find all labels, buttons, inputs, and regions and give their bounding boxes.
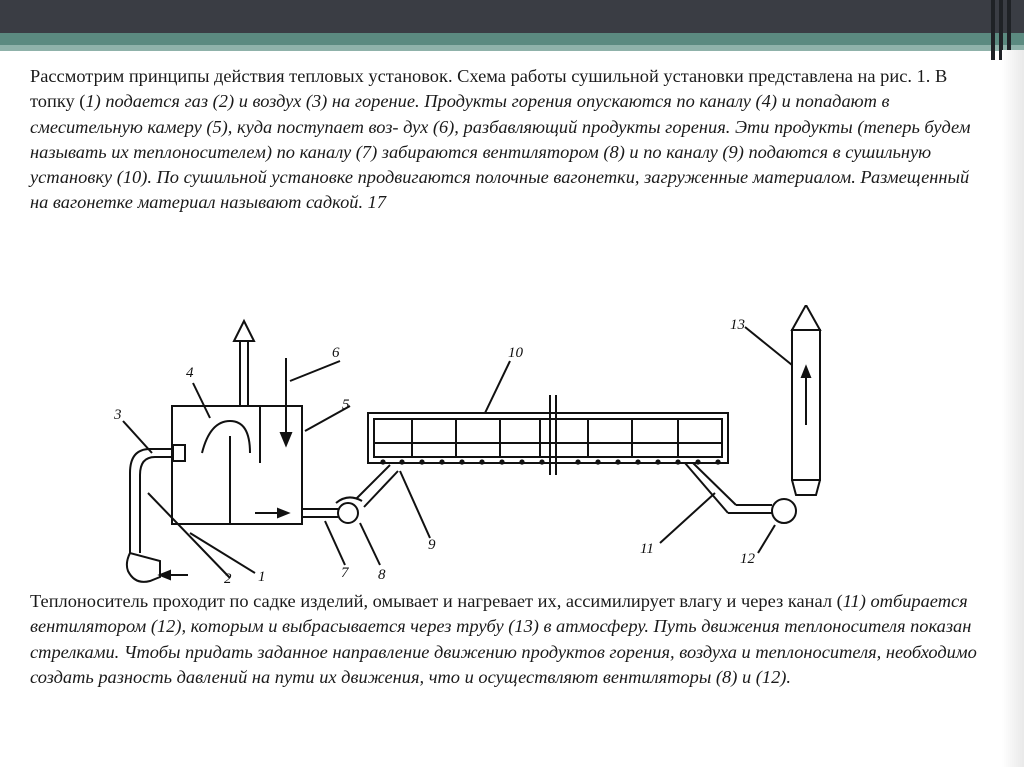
- label-7: 7: [341, 565, 350, 581]
- top-bar: [0, 0, 1024, 33]
- drying-plant-diagram: 4 3 6 5 2 1 7 8 9 10 11: [113, 318, 797, 587]
- label-12: 12: [740, 551, 756, 567]
- label-10: 10: [508, 345, 524, 361]
- label-4: 4: [186, 365, 194, 381]
- label-5: 5: [342, 397, 350, 413]
- accent-stripe: [0, 33, 1024, 45]
- label-9: 9: [428, 537, 436, 553]
- label-11: 11: [640, 541, 654, 557]
- corner-decoration: [991, 0, 1011, 60]
- furnace-box: [171, 405, 303, 525]
- label-13: 13: [730, 317, 745, 333]
- intro-text-normal: Рассмотрим принципы действия тепловых ус…: [30, 66, 948, 112]
- label-2: 2: [224, 571, 232, 587]
- accent-stripe-light: [0, 45, 1024, 51]
- label-6: 6: [332, 345, 340, 361]
- closing-text-normal: Теплоноситель проходит по садке изделий,…: [30, 591, 843, 611]
- right-edge-shadow: [1002, 50, 1024, 767]
- intro-paragraph: Рассмотрим принципы действия тепловых ус…: [30, 64, 990, 216]
- label-3: 3: [113, 407, 122, 423]
- intro-text-italic: 1) подается газ (2) и воздух (3) на горе…: [30, 91, 971, 213]
- label-8: 8: [378, 567, 386, 583]
- chimney-diagram: 13 12: [730, 305, 822, 567]
- closing-text-italic: 11) отбирается вентилятором (12), которы…: [30, 591, 977, 687]
- label-1: 1: [258, 569, 266, 585]
- closing-paragraph: Теплоноситель проходит по садке изделий,…: [30, 589, 1005, 690]
